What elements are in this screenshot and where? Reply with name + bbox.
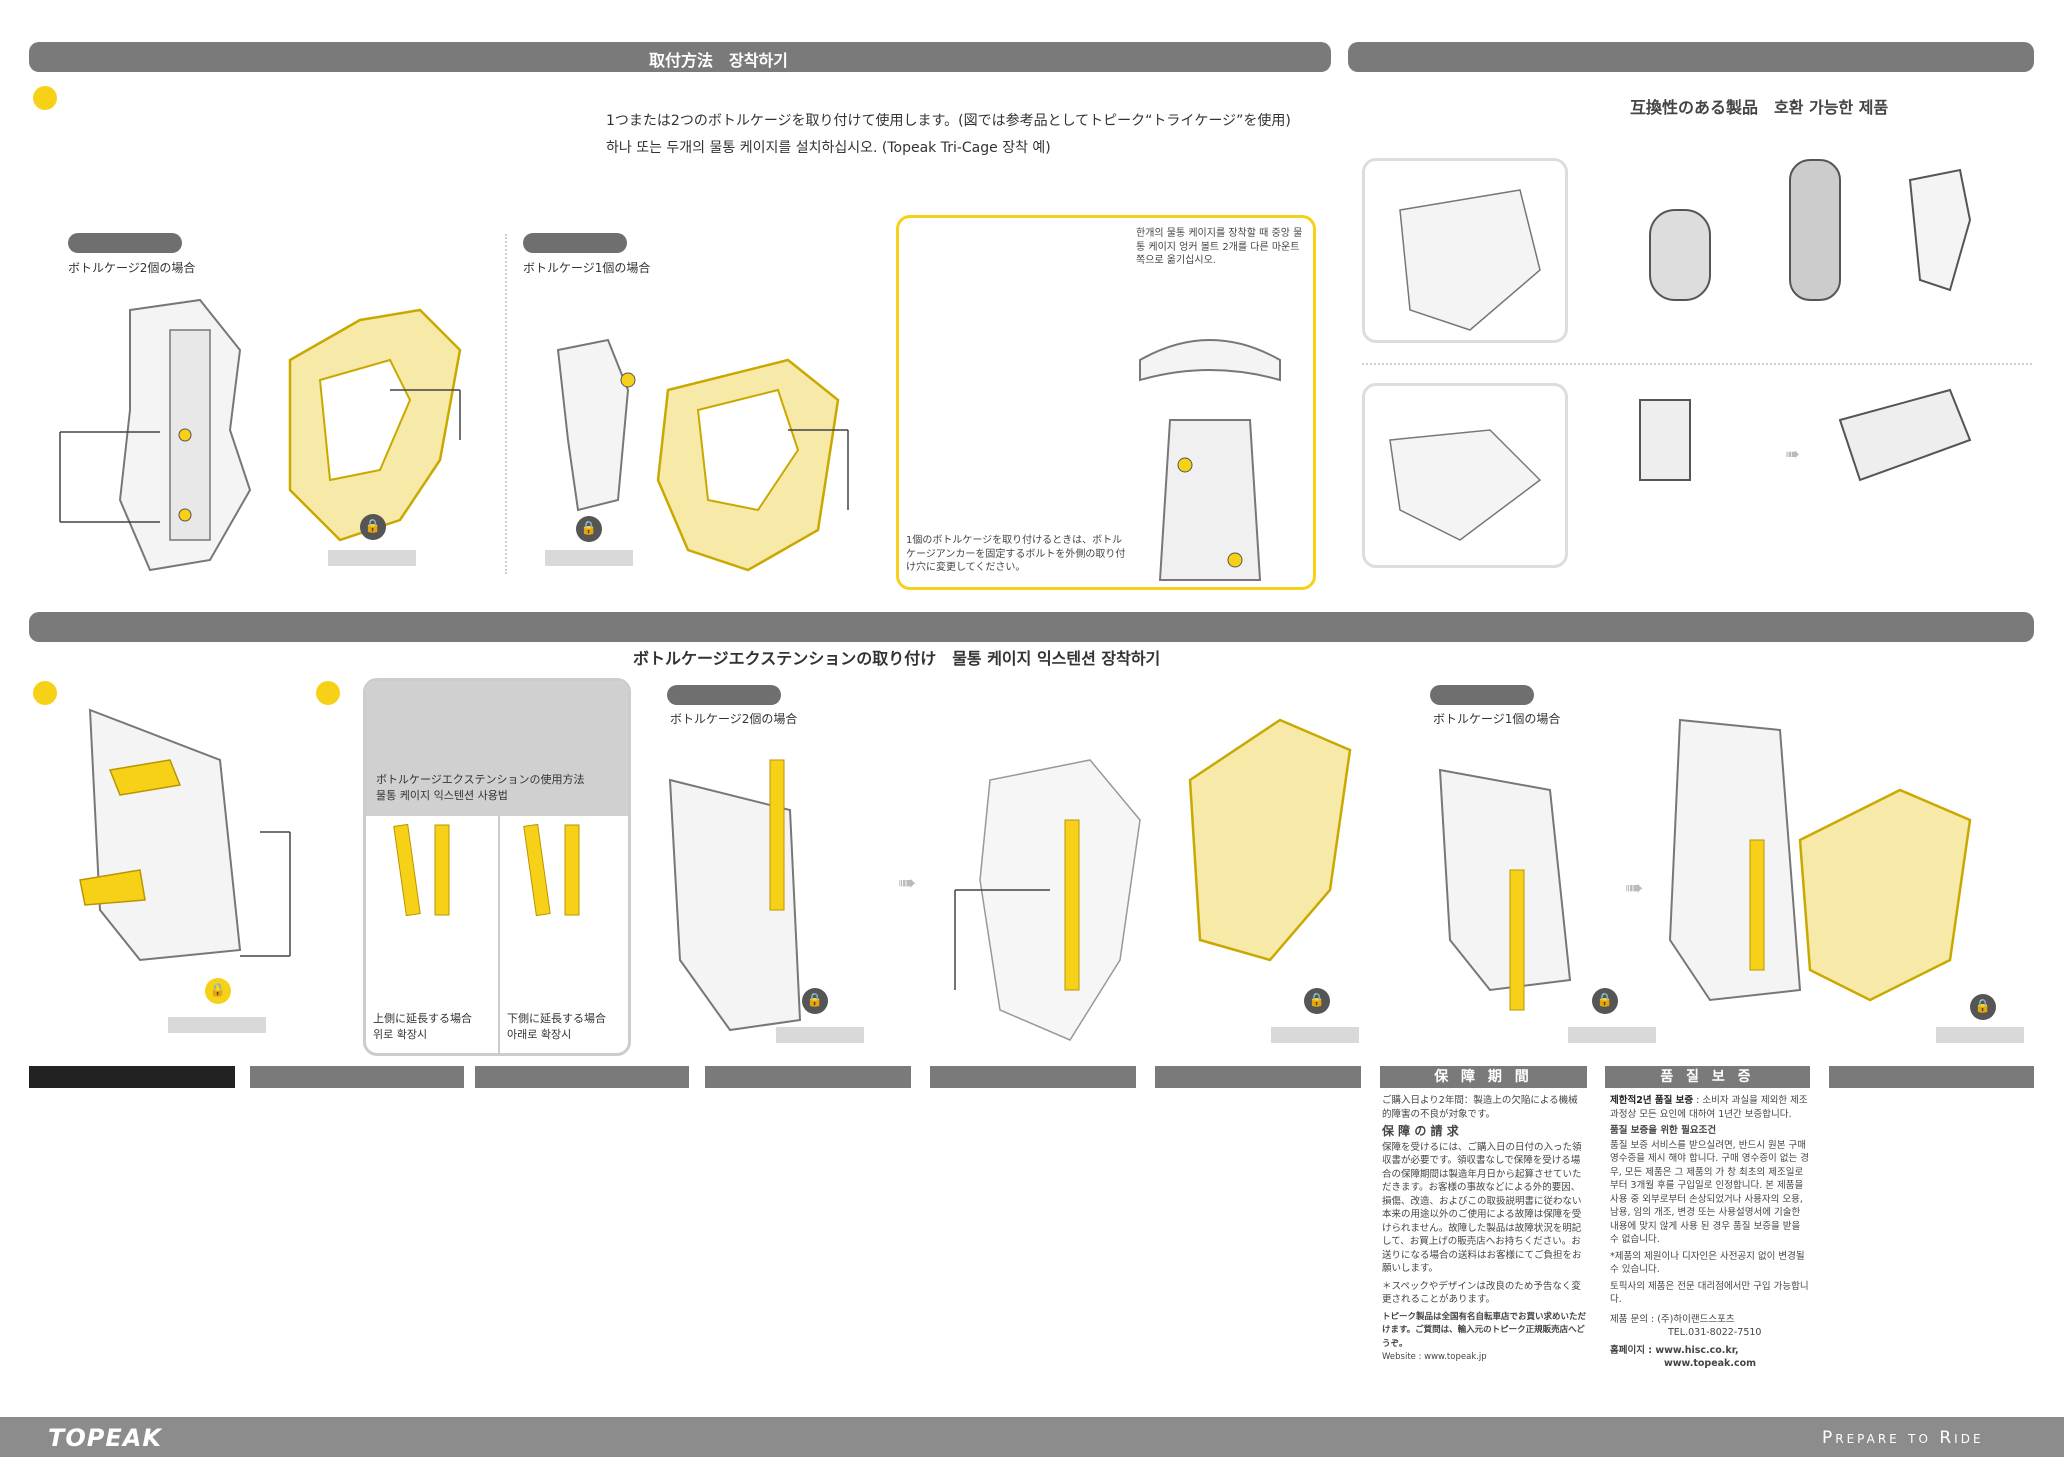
warranty-ko-p1: : 소비자 과실을 제외한 제조과정상 모든 요인에 대하여 1년간 보증합니다… [1610, 1095, 1808, 1120]
lock-icon: 🔒 [1592, 988, 1618, 1014]
warranty-ko-sub: 품질 보증을 위한 필요조건 [1610, 1125, 1717, 1136]
usage-box-divider [498, 816, 500, 1053]
callout-text-ja: 1個のボトルケージを取り付けるときは、ボトルケージアンカーを固定するボルトを外側… [906, 535, 1126, 573]
column-bar [475, 1066, 689, 1088]
illustration-one-cage [556, 338, 849, 572]
placeholder-bar [328, 550, 416, 566]
warranty-ja: ご購入日より2年間：製造上の欠陥による機械的障害の不良が対象です。 保 障 の … [1382, 1094, 1587, 1365]
section-header-bar: 取付方法 장착하기 [29, 42, 1331, 72]
warranty-ja-dealer: トピーク製品は全国有名自転車店でお買い求めいただけます。ご質問は、輸入元のトピー… [1382, 1311, 1587, 1349]
panel-b-label: ボトルケージ1個の場合 [523, 261, 651, 275]
step-dot [316, 681, 340, 705]
lock-icon: 🔒 [360, 514, 386, 540]
warranty-ko-home2: www.topeak.com [1664, 1358, 1757, 1369]
compatible-header-bar [1348, 42, 2034, 72]
usage-title-ja: ボトルケージエクステンションの使用方法 [376, 773, 585, 786]
extension-header-bar [29, 612, 2034, 642]
placeholder-bar [168, 1017, 266, 1033]
panel-d-tag [1430, 685, 1534, 705]
warranty-ja-title: 保 障 期 間 [1380, 1066, 1587, 1088]
illustration-two-cages [59, 298, 462, 572]
panel-d-label: ボトルケージ1個の場合 [1433, 712, 1561, 726]
placeholder-bar [1568, 1027, 1656, 1043]
callout-text-ko: 한개의 물통 케이지를 장착할 때 중앙 물통 케이지 엉커 볼트 2개를 다른… [1136, 228, 1303, 266]
product-thumb-frame [1362, 383, 1568, 568]
product-thumb-frame [1362, 158, 1568, 343]
warranty-ja-note: ＊スペックやデザインは改良のため予告なく変更されることがあります。 [1382, 1280, 1581, 1306]
warranty-ko-note: *제품의 제원이나 디자인은 사전공지 없이 변경될 수 있습니다. [1610, 1250, 1805, 1276]
arrow-right-icon: ➠ [898, 871, 916, 896]
usage-down-ja: 下側に延長する場合 [507, 1012, 606, 1025]
panel-c-label: ボトルケージ2個の場合 [670, 712, 798, 726]
footer-tagline: Prepare to Ride [1822, 1428, 1984, 1448]
panel-a-label: ボトルケージ2個の場合 [68, 261, 196, 275]
compatible-title: 互換性のある製品 호환 가능한 제품 [1630, 98, 1889, 117]
step-dot [33, 86, 57, 110]
warranty-ko-title: 품 질 보 증 [1605, 1066, 1810, 1088]
illustration-extension-one-cage: ➠ [1438, 718, 1972, 1011]
column-bar [1155, 1066, 1361, 1088]
column-bar-black [29, 1066, 235, 1088]
warranty-ko-p3: 토픽사의 제품은 전문 대리점에서만 구입 가능합니다. [1610, 1280, 1809, 1306]
warranty-ja-sub: 保 障 の 請 求 [1382, 1124, 1459, 1138]
product-images: ➠ [1389, 159, 1972, 541]
arrow-right-icon: ➠ [1625, 876, 1643, 901]
lock-icon: 🔒 [576, 516, 602, 542]
step-dot [33, 681, 57, 705]
warranty-ko-home1: 홈페이지 : www.hisc.co.kr, [1610, 1344, 1739, 1356]
lock-icon: 🔒 [802, 988, 828, 1014]
intro-line-ja: 1つまたは2つのボトルケージを取り付けて使用します。(図では参考品としてトピーク… [606, 113, 1291, 129]
column-bar [250, 1066, 464, 1088]
illustration-extension-down [523, 823, 580, 917]
usage-box-header [366, 681, 628, 816]
warranty-ko-p1-bold: 제한적2년 품질 보증 [1610, 1095, 1694, 1106]
warranty-ko-p2: 품질 보증 서비스를 받으실려면, 반드시 원본 구매 영수증을 제시 해야 합… [1610, 1139, 1809, 1246]
usage-title-ko: 물통 케이지 익스텐션 사용법 [376, 789, 508, 802]
illustration-extension-two-cages: ➠ [668, 718, 1352, 1041]
extension-title: ボトルケージエクステンションの取り付け 물통 케이지 익스텐션 장착하기 [633, 649, 1161, 668]
warranty-ko-contact1: 제품 문의 : (주)하이랜드스포츠 [1610, 1313, 1735, 1325]
panel-a-tag [68, 233, 182, 253]
lock-icon: 🔒 [1304, 988, 1330, 1014]
intro-line-ko: 하나 또는 두개의 물통 케이지를 설치하십시오. (Topeak Tri-Ca… [606, 140, 1051, 156]
panel-b-tag [523, 233, 627, 253]
arrow-right-icon: ➠ [1785, 444, 1800, 465]
panel-c-tag [667, 685, 781, 705]
warranty-ja-p2: 保障を受けるには、ご購入日の日付の入った領収書が必要です。領収書なしで保障を受け… [1382, 1141, 1582, 1275]
usage-down-ko: 아래로 확장시 [507, 1028, 572, 1041]
usage-up-ja: 上側に延長する場合 [373, 1012, 472, 1025]
lock-icon: 🔒 [1970, 994, 1996, 1020]
illustration-extension-up [393, 823, 450, 917]
placeholder-bar [1936, 1027, 2024, 1043]
usage-up-ko: 위로 확장시 [373, 1028, 428, 1041]
column-bar [705, 1066, 911, 1088]
footer-brand-logo: TOPEAK [48, 1424, 162, 1452]
column-bar [1829, 1066, 2034, 1088]
section-header-title: 取付方法 장착하기 [649, 51, 788, 70]
footer-bar [0, 1417, 2064, 1457]
callout-box [896, 215, 1316, 590]
usage-box [363, 678, 631, 1056]
warranty-ja-p1: ご購入日より2年間：製造上の欠陥による機械的障害の不良が対象です。 [1382, 1095, 1578, 1120]
illustration-callout-saddle [1139, 339, 1281, 581]
column-bar [930, 1066, 1136, 1088]
placeholder-bar [776, 1027, 864, 1043]
compatible-divider [1362, 363, 2032, 365]
placeholder-bar [1271, 1027, 1359, 1043]
warranty-ko-contact2: TEL.031-8022-7510 [1668, 1327, 1762, 1338]
placeholder-bar [545, 550, 633, 566]
illustration-extension-bolts [79, 708, 291, 962]
panel-divider [505, 234, 507, 574]
lock-icon: 🔒 [205, 978, 231, 1004]
warranty-ko: 제한적2년 품질 보증 : 소비자 과실을 제외한 제조과정상 모든 요인에 대… [1610, 1094, 1810, 1371]
warranty-ja-web: Website : www.topeak.jp [1382, 1352, 1487, 1362]
